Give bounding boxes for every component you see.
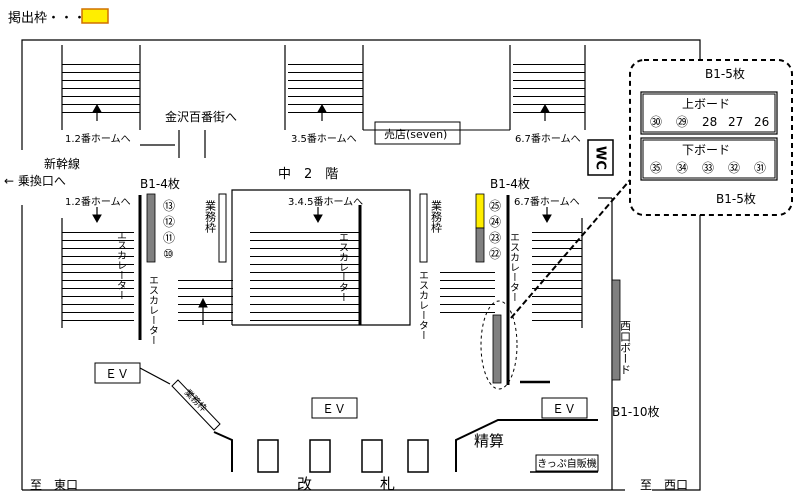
platform345-mid-label: 3.4.5番ホームへ xyxy=(288,196,363,208)
west-exit-label: 至 西口 xyxy=(640,478,688,492)
callout-b1-5-top: B1-5枚 xyxy=(705,66,745,81)
svg-text:⑫: ⑫ xyxy=(163,215,175,229)
ev-box-left xyxy=(94,362,141,384)
svg-text:㉓: ㉓ xyxy=(489,231,501,245)
stairs-top-right xyxy=(509,45,586,130)
ev-box-center xyxy=(311,397,358,419)
callout-b1-5-bottom: B1-5枚 xyxy=(716,191,756,206)
left-board-numbers: ⑬ ⑫ ⑪ ⑩ xyxy=(163,199,175,261)
office-diagonal: 業務枠 xyxy=(139,367,233,472)
svg-text:㉙: ㉙ xyxy=(676,115,688,129)
escalator-label: エスカレーター xyxy=(147,275,159,345)
outer-wall xyxy=(21,39,701,491)
svg-text:㉚: ㉚ xyxy=(650,115,662,129)
lower-board-title: 下ボード xyxy=(682,143,730,157)
kanazawa-gate xyxy=(140,130,206,158)
seisan-wall xyxy=(455,419,598,472)
stairs-central xyxy=(250,232,360,324)
office-right-label: 業務枠 xyxy=(430,200,443,234)
kanazawa-label: 金沢百番街へ xyxy=(165,109,237,124)
left-board xyxy=(146,193,156,263)
kaisatsu-right: 札 xyxy=(380,475,395,493)
ev-box-right xyxy=(541,397,588,419)
svg-text:㉟: ㉟ xyxy=(650,161,662,175)
right-board-numbers: ㉕ ㉔ ㉓ ㉒ xyxy=(489,199,501,261)
ev-right-label: ＥＶ xyxy=(552,402,576,416)
callout-leader xyxy=(510,179,631,319)
office-box-left xyxy=(218,193,227,263)
platform35-top-label: 3.5番ホームへ xyxy=(291,133,357,145)
legend-swatch xyxy=(81,8,109,24)
office-box-right xyxy=(419,193,428,263)
ticket-gates xyxy=(257,439,429,473)
svg-text:28: 28 xyxy=(702,115,717,129)
escalator-far-right-label: エスカレーター xyxy=(508,232,520,302)
down-arrow-icon xyxy=(92,207,552,224)
svg-text:㉝: ㉝ xyxy=(702,161,714,175)
highlight-ellipse xyxy=(480,300,518,390)
stairs-top-left xyxy=(61,45,141,130)
stairs-top-middle xyxy=(284,45,364,130)
stairs-lower-center-left xyxy=(178,275,233,325)
platform67-top-label: 6.7番ホームへ xyxy=(515,133,581,145)
up-arrow-icon xyxy=(198,297,208,325)
escalator-left-label: エスカレーター xyxy=(115,230,127,300)
right-board-yellow xyxy=(475,193,485,229)
stairs-lower-right xyxy=(532,232,582,324)
wc-box xyxy=(587,139,614,176)
svg-text:⑩: ⑩ xyxy=(163,247,174,261)
shinkansen-transfer-label: ← 乗換口へ xyxy=(4,174,66,188)
platform12-mid-label: 1.2番ホームへ xyxy=(65,196,131,208)
svg-text:㉕: ㉕ xyxy=(489,199,501,213)
ticket-machine-label: きっぷ自販機 xyxy=(537,457,597,470)
b1-4-left-label: B1-4枚 xyxy=(140,176,180,191)
ev-center-label: ＥＶ xyxy=(322,402,346,416)
svg-text:⑬: ⑬ xyxy=(163,199,175,213)
svg-text:㉔: ㉔ xyxy=(489,215,501,229)
west-board xyxy=(611,279,621,381)
east-exit-label: 至 東口 xyxy=(30,478,78,492)
kaisatsu-left: 改 xyxy=(297,475,312,493)
upper-board-items: ㉚ ㉙ 28 27 26 xyxy=(650,115,769,129)
stairs-lower-left xyxy=(61,218,134,328)
b1-4-right-label: B1-4枚 xyxy=(490,176,530,191)
central-block xyxy=(231,189,411,326)
svg-text:27: 27 xyxy=(728,115,743,129)
svg-text:⑪: ⑪ xyxy=(163,231,175,245)
up-arrow-icon xyxy=(92,103,550,121)
escalator-center-label: エスカレーター xyxy=(337,232,349,302)
shinkansen-label: 新幹線 xyxy=(44,156,80,171)
platform12-top-label: 1.2番ホームへ xyxy=(65,133,131,145)
upper-board-title: 上ボード xyxy=(682,97,730,111)
shop-label: 売店(seven) xyxy=(384,127,447,141)
office-left-label: 業務枠 xyxy=(204,200,217,234)
west-board-label: 西口ボード xyxy=(619,320,632,375)
ticket-machine-box xyxy=(535,454,599,472)
svg-text:26: 26 xyxy=(754,115,769,129)
mezzanine-label: 中 2 階 xyxy=(278,167,338,182)
callout-panel: B1-5枚 上ボード ㉚ ㉙ 28 27 26 下ボード ㉟ ㉞ ㉝ ㉜ ㉛ B… xyxy=(629,59,793,216)
svg-text:㉒: ㉒ xyxy=(489,247,501,261)
highlight-board xyxy=(492,314,502,384)
right-board-gray xyxy=(475,227,485,263)
legend-label: 掲出枠・・・ xyxy=(8,10,86,26)
svg-text:㉞: ㉞ xyxy=(676,161,688,175)
lower-board-items: ㉟ ㉞ ㉝ ㉜ ㉛ xyxy=(650,161,766,175)
svg-text:㉛: ㉛ xyxy=(754,161,766,175)
svg-text:㉜: ㉜ xyxy=(728,161,740,175)
wc-label: WC xyxy=(593,146,608,170)
b1-10-label: B1-10枚 xyxy=(612,404,659,419)
seisan-label: 精算 xyxy=(474,432,504,450)
shop-box xyxy=(374,121,461,145)
stairs-lower-center-right xyxy=(440,270,495,320)
platform67-mid-label: 6.7番ホームへ xyxy=(514,196,580,208)
escalator-right-label: エスカレーター xyxy=(417,270,429,340)
ev-left-label: ＥＶ xyxy=(105,367,129,381)
